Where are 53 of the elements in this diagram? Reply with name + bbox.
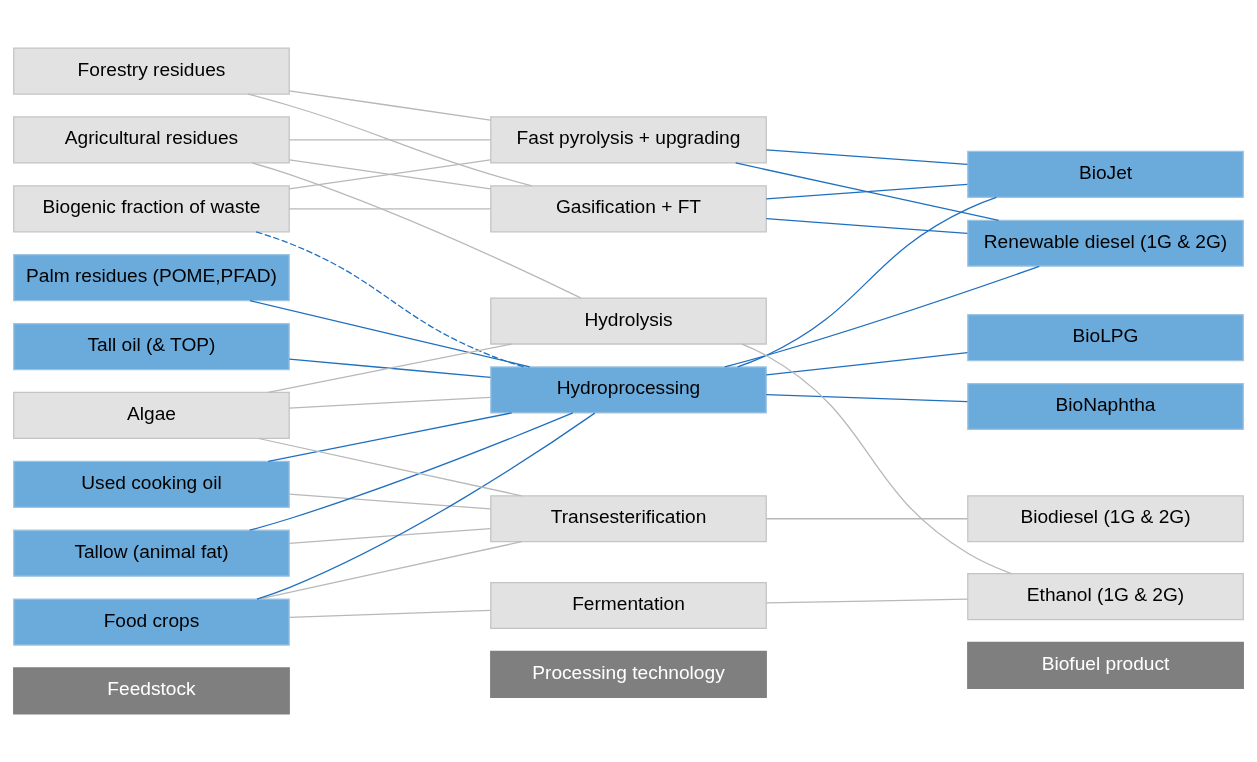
connector — [724, 265, 1040, 368]
node-box: Biofuel product — [967, 641, 1244, 690]
connector — [288, 139, 491, 141]
connector — [765, 598, 968, 604]
node-box: Food crops — [13, 598, 290, 646]
node-box: Agricultural residues — [13, 116, 290, 164]
connector — [288, 396, 491, 409]
connector — [765, 352, 968, 376]
connector — [249, 412, 574, 531]
connector — [288, 159, 491, 190]
connector — [256, 412, 596, 600]
connector — [288, 208, 491, 210]
node-box: Gasification + FT — [490, 185, 767, 233]
node-box: Fermentation — [490, 581, 767, 630]
node-box: Renewable diesel (1G & 2G) — [967, 219, 1244, 267]
connector — [288, 609, 491, 618]
connector — [267, 343, 513, 394]
connector — [249, 300, 531, 368]
node-box: Biodiesel (1G & 2G) — [967, 495, 1244, 543]
connector — [765, 218, 968, 234]
connector — [247, 93, 533, 187]
node-box: BioJet — [967, 150, 1244, 198]
connector — [267, 412, 513, 462]
connector — [765, 183, 968, 200]
node-box: BioLPG — [967, 314, 1244, 362]
connector — [741, 343, 1012, 575]
node-box: Feedstock — [13, 667, 290, 715]
node-box: Biogenic fraction of waste — [13, 185, 290, 233]
connector — [765, 518, 968, 520]
node-box: Hydrolysis — [490, 297, 767, 345]
node-box: Ethanol (1G & 2G) — [967, 572, 1244, 621]
node-box: Forestry residues — [13, 47, 290, 95]
connector — [735, 162, 1000, 221]
connector — [288, 493, 491, 510]
connector — [258, 541, 523, 600]
node-box: Palm residues (POME,PFAD) — [13, 254, 290, 302]
node-box: Tall oil (& TOP) — [13, 322, 290, 371]
connector — [288, 358, 491, 379]
connector — [737, 196, 997, 368]
node-box: Hydroprocessing — [490, 366, 767, 414]
connector — [251, 162, 582, 299]
connector — [288, 90, 491, 121]
connector — [765, 149, 968, 166]
node-box: Algae — [13, 391, 290, 440]
node-box: Tallow (animal fat) — [13, 529, 290, 577]
connector — [258, 437, 523, 497]
node-box: Used cooking oil — [13, 460, 290, 508]
node-box: Transesterification — [490, 495, 767, 543]
connector — [765, 394, 968, 403]
connector — [288, 528, 491, 544]
node-box: Fast pyrolysis + upgrading — [490, 116, 767, 164]
node-box: BioNaphtha — [967, 382, 1244, 431]
node-box: Processing technology — [490, 650, 767, 698]
